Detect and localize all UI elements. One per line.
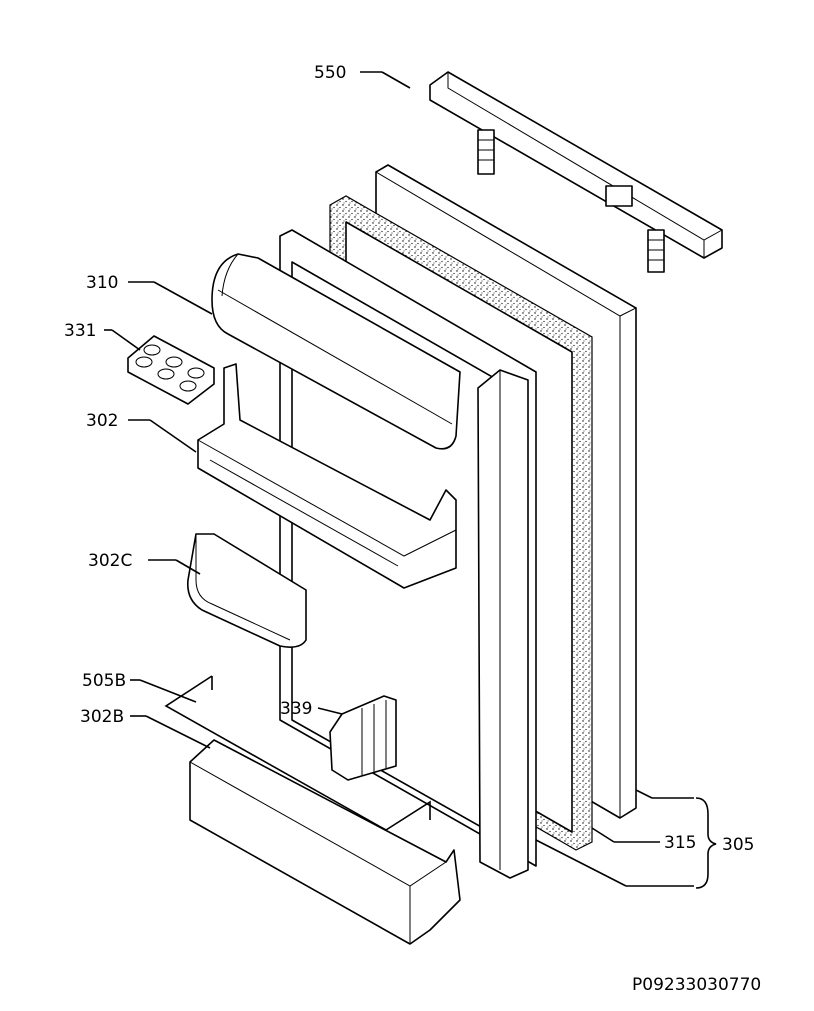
label-302C: 302C bbox=[88, 551, 132, 571]
door-shelf-302 bbox=[197, 363, 457, 589]
egg-tray-331 bbox=[127, 335, 215, 405]
label-302: 302 bbox=[86, 411, 118, 431]
label-310: 310 bbox=[86, 273, 118, 293]
label-339: 339 bbox=[280, 699, 312, 719]
label-315: 315 bbox=[664, 833, 696, 853]
label-302B: 302B bbox=[80, 707, 124, 727]
drawing-code: P09233030770 bbox=[632, 975, 761, 995]
bottle-shelf-302B bbox=[189, 739, 461, 945]
small-bin-302C bbox=[186, 533, 307, 648]
label-305: 305 bbox=[722, 835, 754, 855]
dairy-cover-310 bbox=[211, 253, 461, 450]
divider-339 bbox=[329, 695, 397, 781]
label-331: 331 bbox=[64, 321, 96, 341]
hinge-bracket-550 bbox=[429, 71, 723, 273]
leader-lines bbox=[104, 71, 717, 889]
label-505B: 505B bbox=[82, 671, 126, 691]
label-550: 550 bbox=[314, 63, 346, 83]
